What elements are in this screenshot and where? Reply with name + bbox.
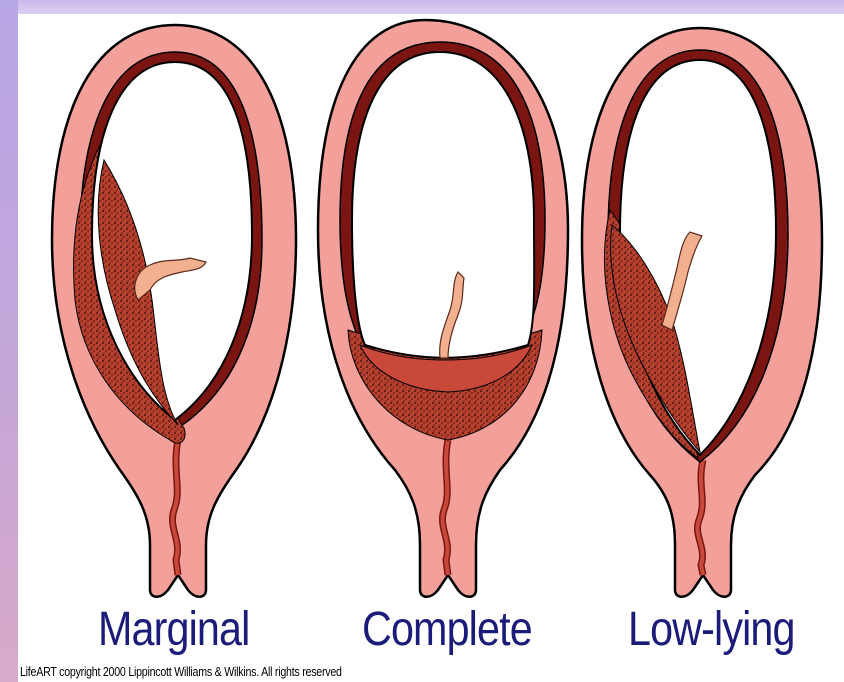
label-complete: Complete xyxy=(362,600,532,660)
label-low-lying: Low-lying xyxy=(628,600,795,660)
uterus-complete xyxy=(318,20,568,597)
label-marginal: Marginal xyxy=(98,600,249,660)
uterus-low-lying xyxy=(582,28,822,597)
uterus-marginal xyxy=(52,25,296,597)
copyright-notice: LifeART copyright 2000 Lippincott Willia… xyxy=(20,664,342,679)
